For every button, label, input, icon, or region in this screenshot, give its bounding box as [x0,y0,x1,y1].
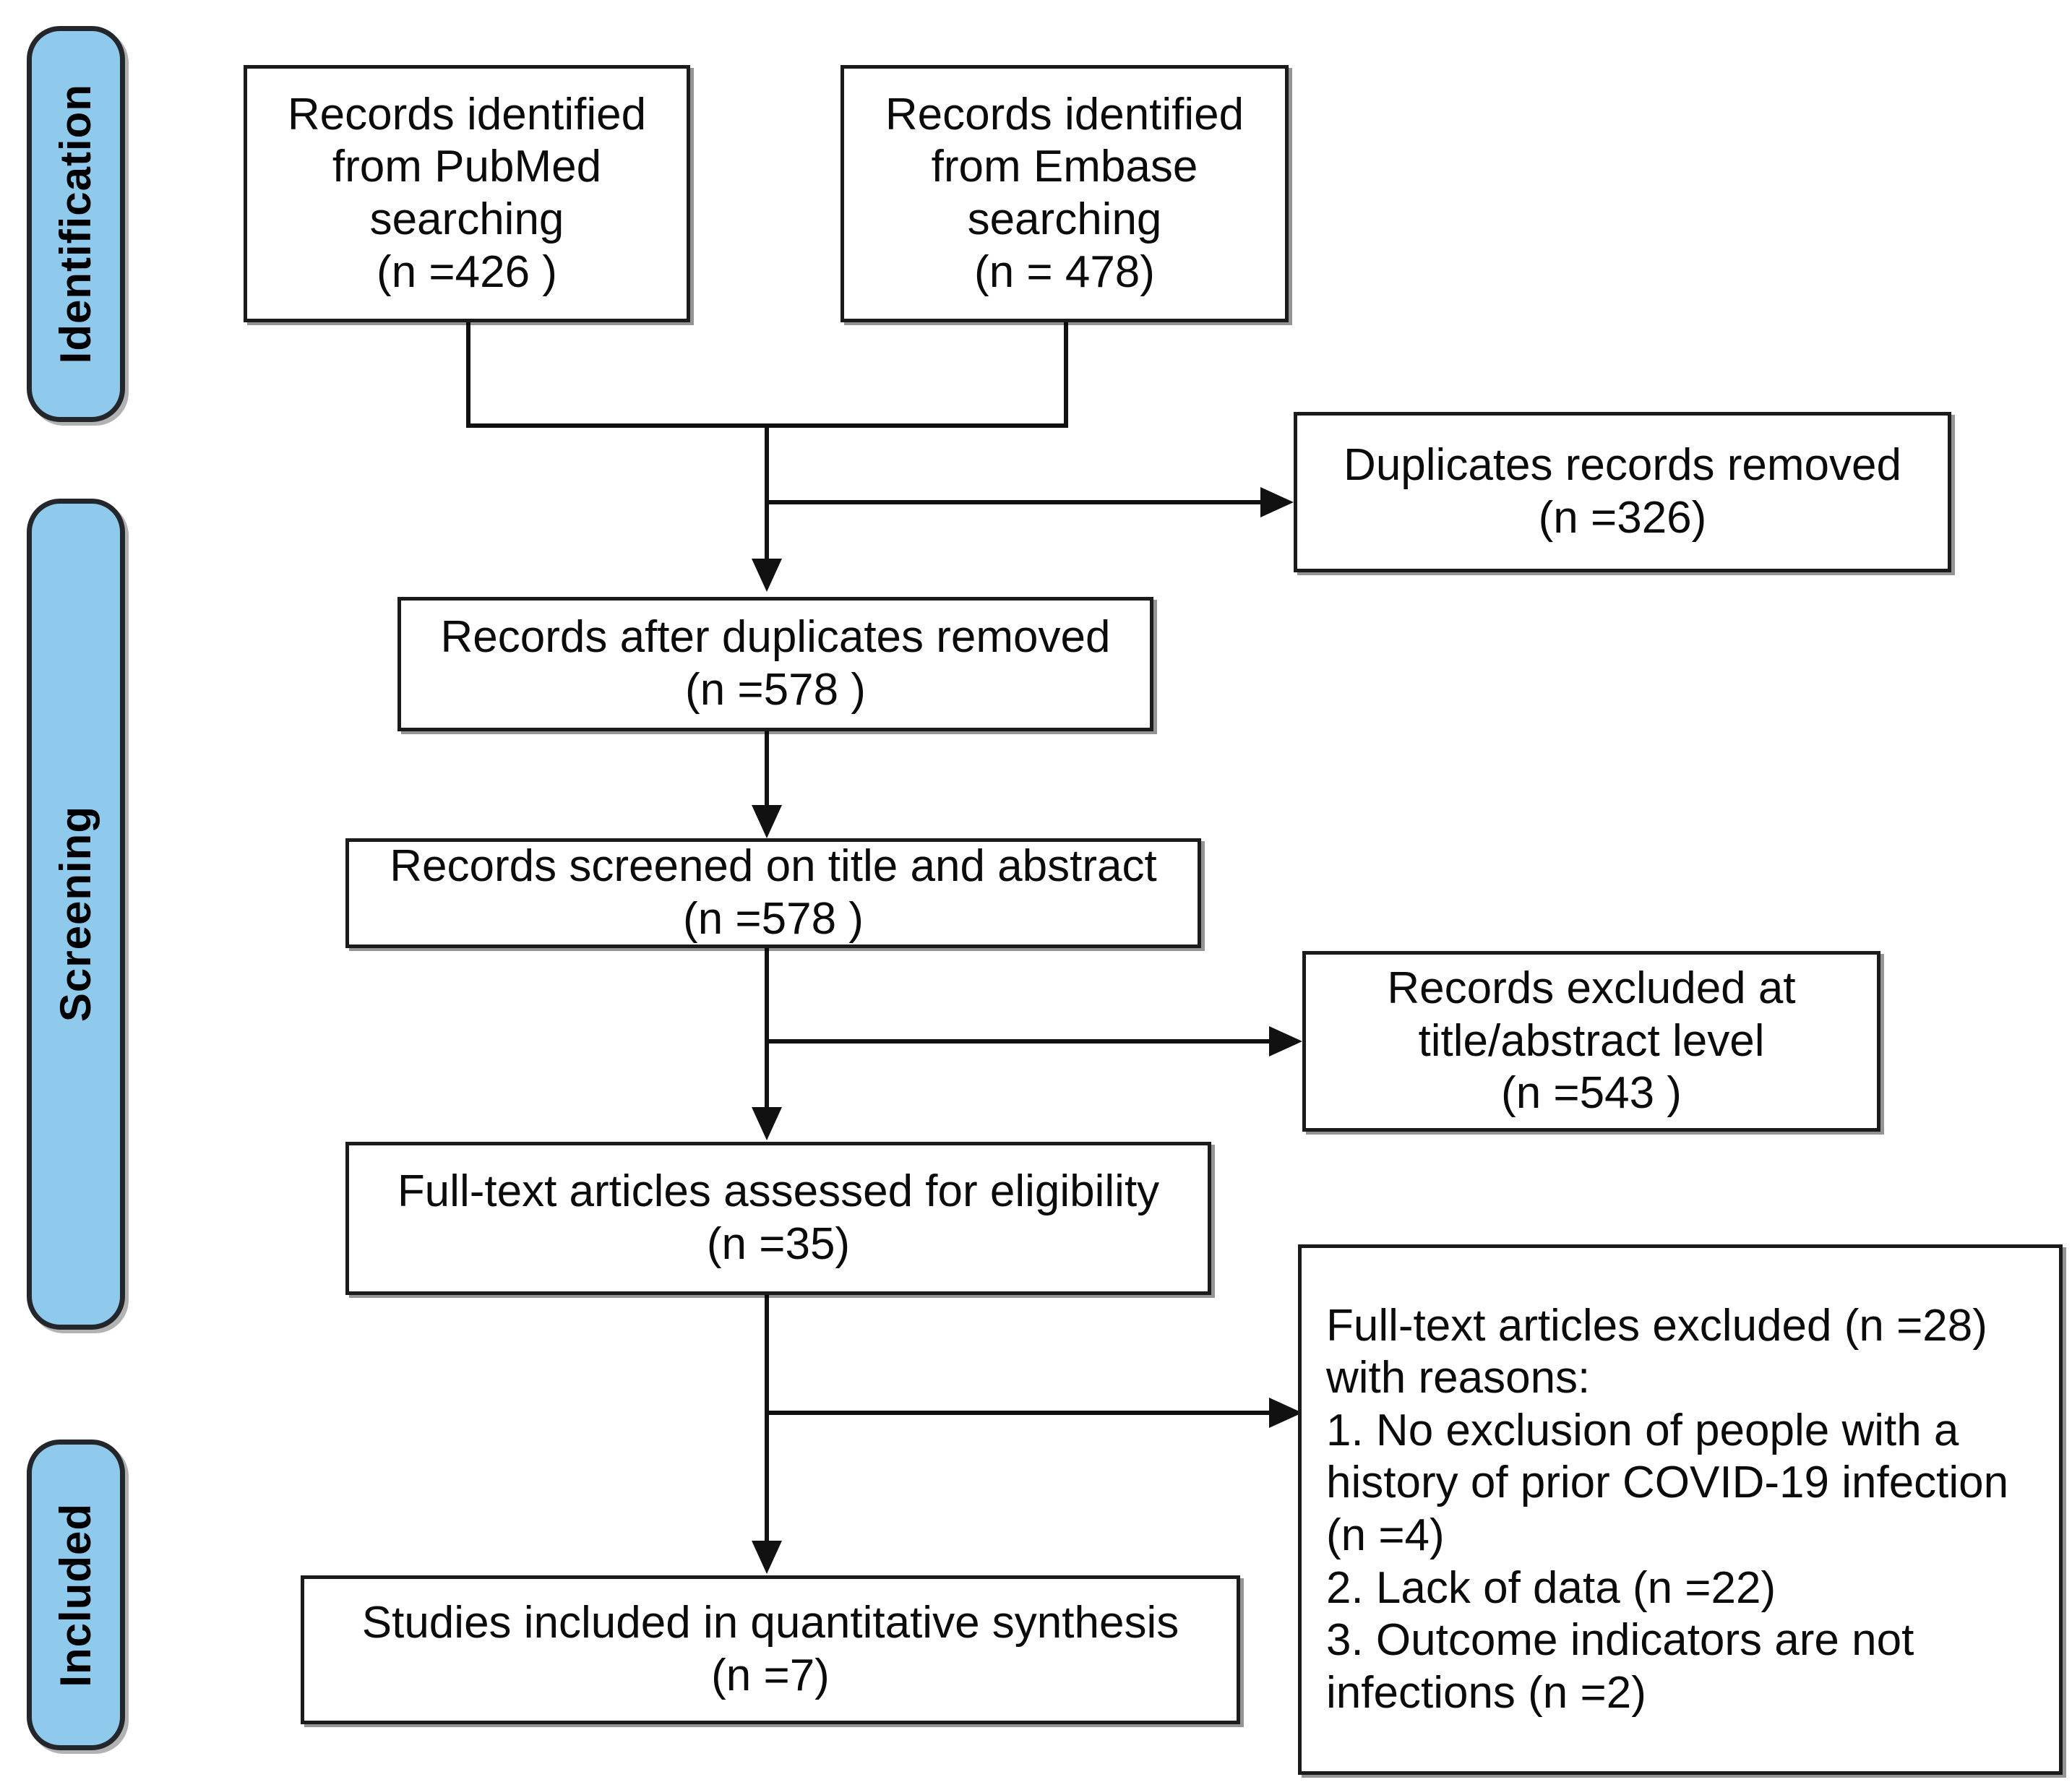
node-label-studies-included: Studies included in quantitative synthes… [361,1598,1179,1700]
node-records-screened: Records screened on title and abstract (… [345,838,1201,948]
node-records-excluded-title-abstract: Records excluded at title/abstract level… [1302,951,1880,1132]
node-records-after-duplicates: Records after duplicates removed (n =578… [397,597,1153,731]
arrowhead-to-fulltext-excluded [1269,1398,1302,1428]
node-records-identified-embase: Records identified from Embase searching… [841,65,1289,322]
connector-merge-trunk [765,423,769,561]
stage-pill-screening: Screening [27,499,125,1330]
stage-label-screening: Screening [51,806,100,1023]
node-label-records-screened: Records screened on title and abstract (… [390,841,1157,944]
arrowhead-to-excluded-title-abstract [1269,1026,1302,1057]
connector-to-duplicates [765,500,1262,504]
node-records-identified-pubmed: Records identified from PubMed searching… [244,65,690,322]
node-fulltext-excluded-with-reasons: Full-text articles excluded (n =28) with… [1298,1244,2063,1775]
connector-pubmed-down [466,322,470,428]
connector-afterdup-to-screened [765,730,769,809]
node-label-fulltext-excluded: Full-text articles excluded (n =28) with… [1326,1300,2009,1718]
node-duplicates-removed: Duplicates records removed (n =326) [1294,412,1951,572]
stage-label-included: Included [51,1502,100,1687]
arrowhead-to-fulltext [752,1107,782,1140]
connector-screened-trunk [765,947,769,1110]
node-label-excluded-title-abstract: Records excluded at title/abstract level… [1387,963,1796,1119]
node-label-pubmed: Records identified from PubMed searching… [287,89,647,297]
arrowhead-to-studies-included [752,1541,782,1574]
node-label-duplicates-removed: Duplicates records removed (n =326) [1344,440,1901,543]
connector-fulltext-trunk [765,1294,769,1544]
stage-pill-identification: Identification [27,26,125,422]
node-fulltext-assessed: Full-text articles assessed for eligibil… [345,1142,1211,1295]
connector-to-excluded-title-abstract [765,1039,1271,1044]
arrowhead-to-after-duplicates [752,559,782,592]
node-studies-included: Studies included in quantitative synthes… [301,1575,1240,1724]
stage-label-identification: Identification [51,84,100,364]
node-label-fulltext-assessed: Full-text articles assessed for eligibil… [397,1166,1160,1269]
arrowhead-to-duplicates [1260,487,1294,517]
node-label-embase: Records identified from Embase searching… [885,89,1245,297]
stage-pill-included: Included [27,1440,125,1750]
arrowhead-to-screened [752,805,782,838]
connector-embase-down [1064,322,1068,428]
node-label-after-duplicates: Records after duplicates removed (n =578… [440,612,1111,715]
connector-to-fulltext-excluded [765,1411,1271,1415]
